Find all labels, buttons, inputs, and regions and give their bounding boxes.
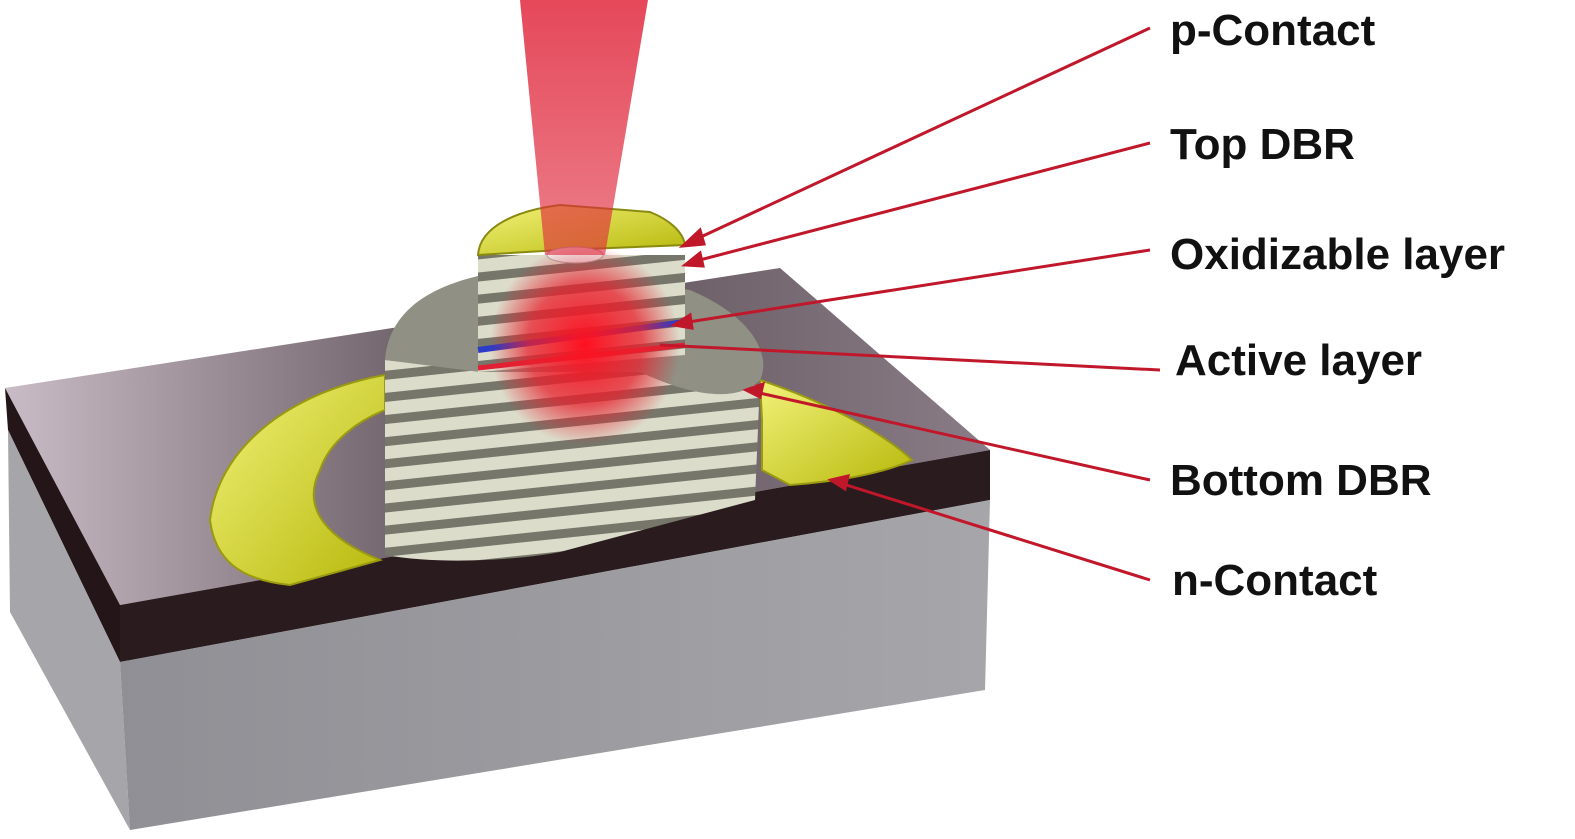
arrow-active-layer: [659, 343, 1161, 372]
arrowhead-n-contact: [827, 473, 851, 492]
leader-lines: [659, 26, 1161, 582]
substrate-right-side: [120, 500, 990, 830]
optical-mode-glow: [490, 245, 680, 445]
label-bottom-dbr: Bottom DBR: [1170, 456, 1432, 505]
label-active-layer: Active layer: [1175, 336, 1423, 385]
laser-beam: [520, 0, 648, 255]
n-contact-left: [208, 373, 386, 587]
arrow-p-contact: [689, 26, 1151, 244]
arrow-bottom-dbr: [754, 390, 1151, 482]
substrate-left-side: [8, 430, 130, 830]
arrowhead-bottom-dbr: [742, 381, 766, 400]
substrate-dark-band-right: [120, 450, 990, 662]
n-contact-right: [758, 378, 914, 487]
arrowhead-top-dbr: [680, 250, 705, 268]
substrate-dark-band-left: [5, 388, 120, 662]
arrow-oxidizable-layer: [681, 248, 1151, 325]
arrowhead-oxidizable-layer: [669, 312, 694, 330]
label-oxidizable-layer: Oxidizable layer: [1170, 230, 1506, 279]
label-p-contact: p-Contact: [1170, 6, 1376, 55]
label-top-dbr: Top DBR: [1170, 120, 1355, 169]
arrow-n-contact: [839, 481, 1151, 582]
label-n-contact: n-Contact: [1172, 556, 1378, 605]
bottom-dbr-mesa: [385, 360, 760, 561]
arrow-top-dbr: [691, 141, 1151, 264]
arrowhead-p-contact: [678, 227, 706, 248]
